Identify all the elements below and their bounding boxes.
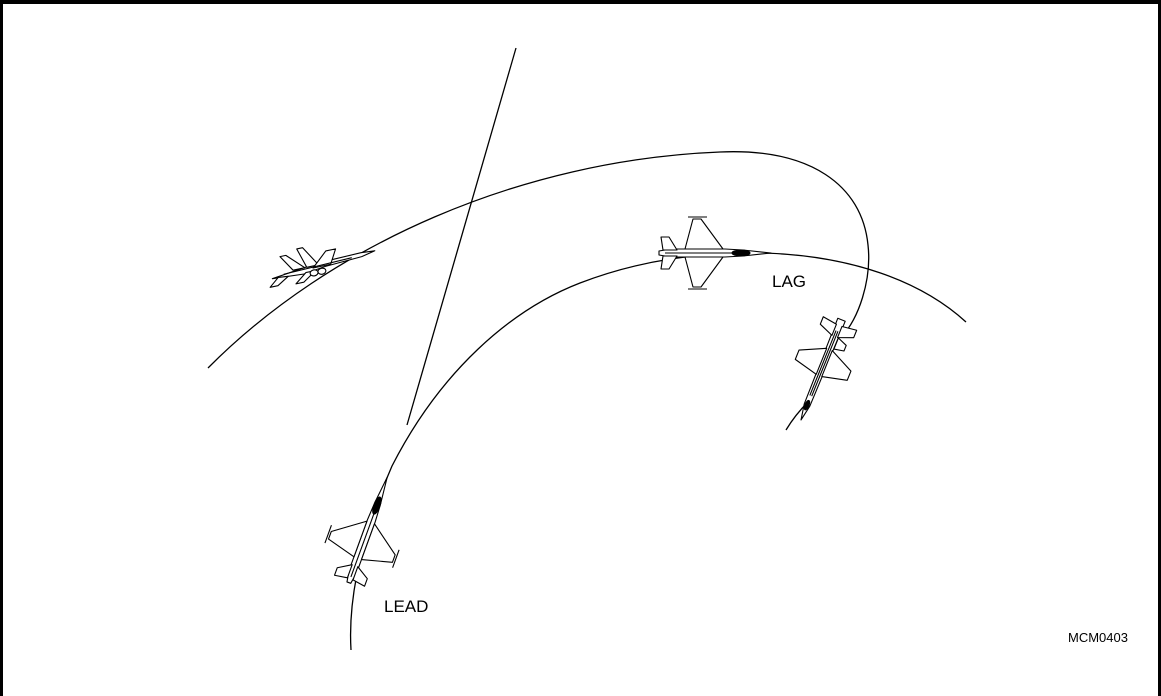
bandit-aircraft-right xyxy=(794,316,858,421)
lead-aircraft xyxy=(324,476,400,587)
figure-id-label: MCM0403 xyxy=(1068,630,1128,645)
lead-label: LEAD xyxy=(384,597,429,616)
line-of-sight xyxy=(406,47,517,426)
lag-aircraft xyxy=(658,216,772,290)
bandit-aircraft-left xyxy=(269,247,376,288)
lag-label: LAG xyxy=(772,272,807,291)
fighter-flight-path xyxy=(349,252,967,651)
